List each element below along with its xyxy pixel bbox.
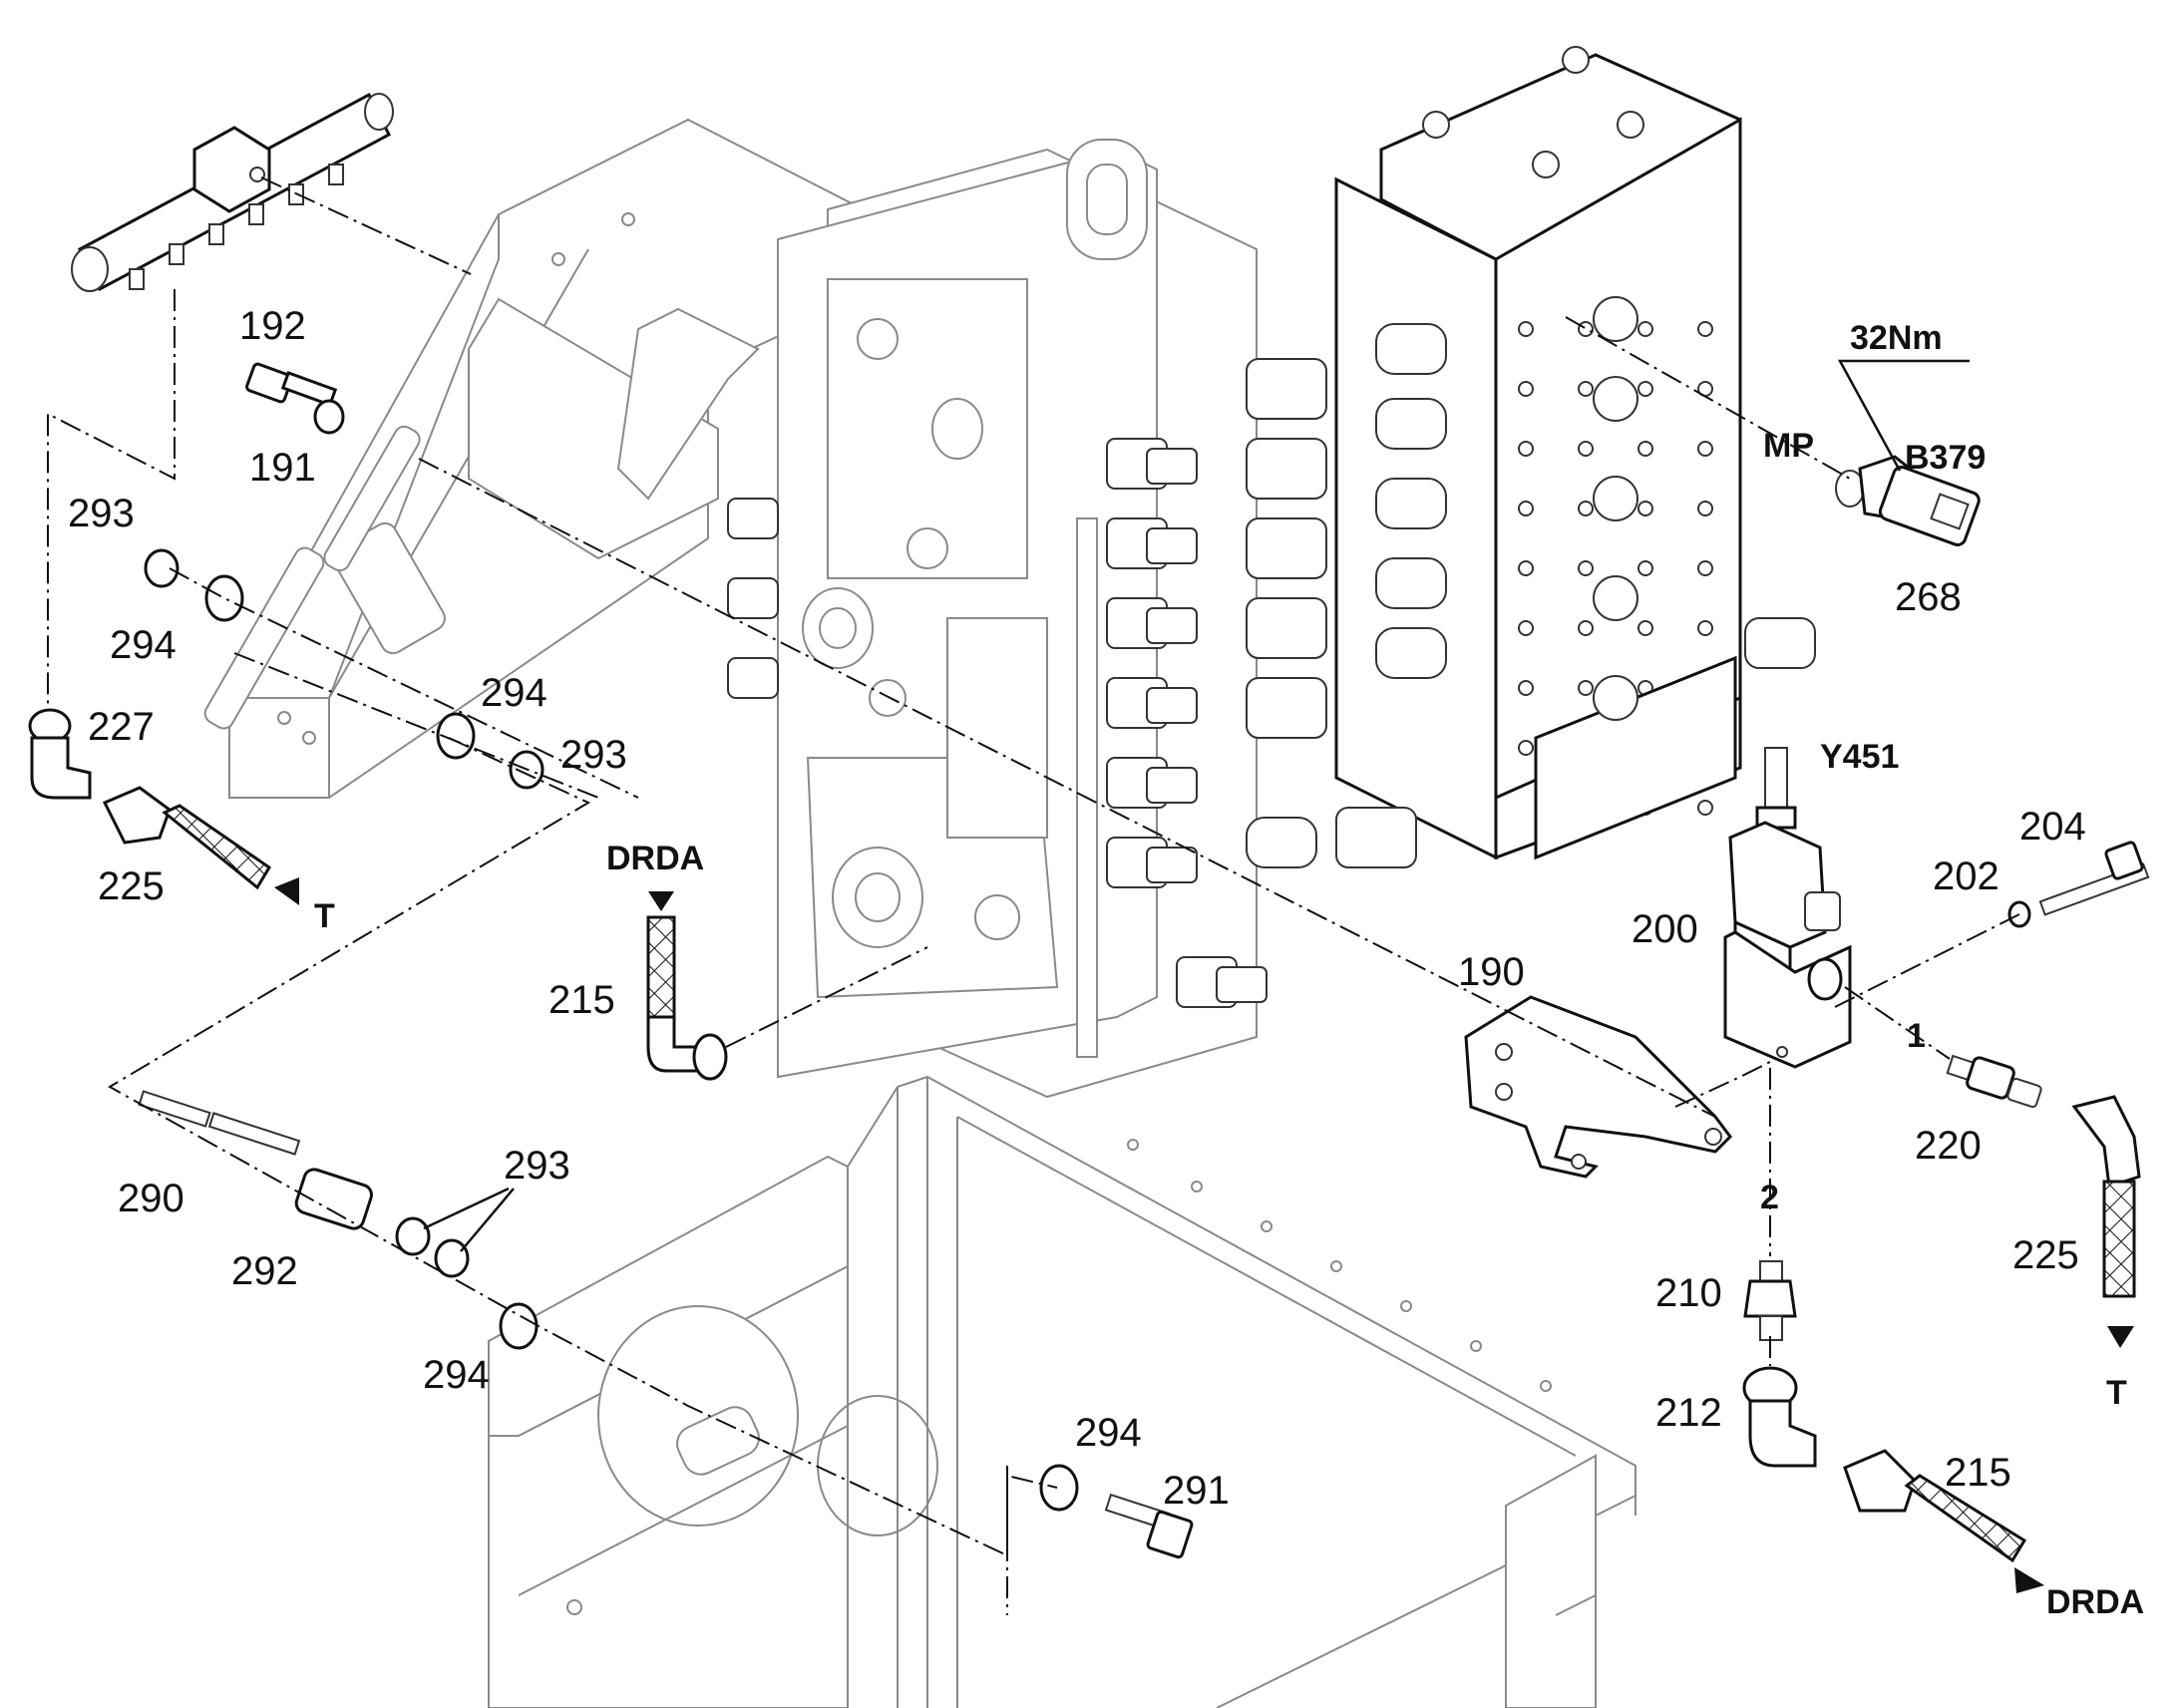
- label-292: 292: [231, 1249, 298, 1293]
- label-293-lower: 293: [504, 1144, 570, 1188]
- label-b379: B379: [1905, 439, 1986, 477]
- label-y451: Y451: [1820, 738, 1899, 776]
- solenoid-coil-stack-center: [727, 438, 1268, 1008]
- assembly-centerlines: [47, 176, 2020, 1615]
- hose-215-center: [646, 915, 728, 1081]
- label-225-left: 225: [98, 864, 165, 908]
- label-204: 204: [2019, 805, 2086, 849]
- label-294-bottom: 294: [1075, 1411, 1142, 1455]
- mounting-bracket-190: [1464, 995, 1732, 1179]
- label-215-bottom: 215: [1945, 1451, 2011, 1495]
- label-220: 220: [1915, 1124, 1982, 1168]
- label-192: 192: [239, 304, 306, 348]
- elbow-fitting-212: [1742, 1366, 1817, 1468]
- label-212: 212: [1655, 1391, 1722, 1435]
- label-202: 202: [1933, 854, 1999, 898]
- arrow-drda-down-center: [648, 891, 674, 911]
- label-191: 191: [249, 446, 316, 490]
- label-215-center: 215: [548, 978, 615, 1022]
- washer-202: [2007, 900, 2031, 928]
- washer-294-upper: [204, 574, 244, 622]
- label-t-right: T: [2106, 1374, 2127, 1412]
- elbow-fitting-227: [28, 708, 92, 800]
- label-291: 291: [1163, 1469, 1230, 1513]
- arrow-t-right: [2107, 1326, 2134, 1348]
- bolt-204: [2038, 841, 2150, 916]
- adapter-fitting-210: [1743, 1260, 1797, 1341]
- arrow-drda-bottom: [2014, 1567, 2044, 1593]
- solenoid-valve-200: [1723, 747, 1852, 1069]
- bolt-192: [245, 362, 338, 407]
- adapter-fitting-220: [1946, 1054, 2042, 1109]
- hose-215-bottom: [1843, 1449, 2027, 1563]
- arrow-t-left: [274, 877, 299, 905]
- torque-leader-line: [1837, 359, 1970, 472]
- label-290: 290: [118, 1177, 184, 1220]
- hose-225-right: [2071, 1095, 2141, 1298]
- label-t-left: T: [314, 897, 335, 935]
- label-drda-bottom: DRDA: [2046, 1583, 2144, 1621]
- nut-293-lower-a: [395, 1216, 431, 1256]
- label-294-upper: 294: [110, 623, 177, 667]
- hose-225-left: [102, 786, 272, 890]
- label-210: 210: [1655, 1271, 1722, 1315]
- label-293-upper: 293: [68, 492, 135, 535]
- pressure-sensor-b379: [1835, 455, 1981, 546]
- label-torque-32nm: 32Nm: [1850, 319, 1943, 357]
- label-225-right: 225: [2012, 1233, 2079, 1277]
- label-mp: MP: [1763, 427, 1814, 465]
- stud-290: [138, 1090, 301, 1156]
- label-268: 268: [1895, 575, 1962, 619]
- label-293-mid: 293: [560, 733, 627, 777]
- label-port-2: 2: [1760, 1179, 1779, 1216]
- washer-294-bottom: [1039, 1464, 1079, 1512]
- nut-293-upper: [144, 548, 180, 588]
- lower-frame: [488, 1075, 1636, 1708]
- washer-294-mid: [436, 712, 476, 760]
- solenoid-coil-stack-right: [1246, 323, 1816, 868]
- washer-294-lower: [499, 1302, 539, 1350]
- label-190: 190: [1458, 950, 1525, 994]
- nut-293-lower-b: [434, 1238, 470, 1278]
- leader-293-lower: [423, 1187, 515, 1252]
- label-port-1: 1: [1907, 1017, 1926, 1055]
- label-227: 227: [88, 705, 155, 749]
- washer-191: [313, 399, 345, 435]
- label-294-mid: 294: [481, 671, 547, 715]
- coupling-nut-292: [294, 1168, 373, 1230]
- label-200: 200: [1632, 907, 1698, 951]
- distribution-manifold: [71, 92, 394, 292]
- label-294-lower: 294: [423, 1353, 490, 1397]
- auxiliary-valve-block: [1334, 46, 1742, 860]
- label-drda-center: DRDA: [606, 840, 704, 877]
- bolt-291: [1104, 1493, 1194, 1559]
